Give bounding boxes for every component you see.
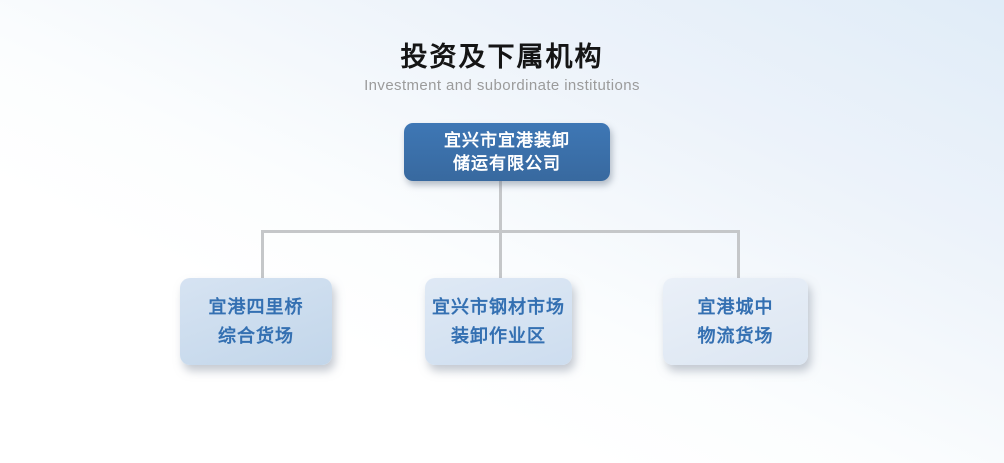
org-node-child-2: 宜兴市钢材市场 装卸作业区 (425, 278, 572, 365)
connector-root-stem (499, 181, 502, 231)
org-node-child-2-line1: 宜兴市钢材市场 (432, 296, 565, 317)
page-header: 投资及下属机构 Investment and subordinate insti… (0, 42, 1004, 95)
org-node-child-2-line2: 装卸作业区 (451, 325, 546, 346)
org-node-child-3-line1: 宜港城中 (697, 296, 774, 317)
org-node-root: 宜兴市宜港装卸 储运有限公司 (404, 123, 610, 181)
org-node-child-1-line2: 综合货场 (218, 325, 294, 346)
org-node-child-1: 宜港四里桥 综合货场 (180, 278, 332, 365)
connector-drop-left (261, 230, 264, 278)
org-node-child-3-line2: 物流货场 (697, 325, 774, 346)
org-node-child-3: 宜港城中 物流货场 (663, 278, 808, 365)
connector-drop-middle (499, 230, 502, 278)
page-subtitle: Investment and subordinate institutions (364, 77, 640, 94)
org-node-child-1-line1: 宜港四里桥 (208, 296, 304, 317)
page-title: 投资及下属机构 (400, 42, 604, 72)
connector-drop-right (737, 230, 740, 278)
org-node-root-line1: 宜兴市宜港装卸 (444, 131, 570, 150)
org-node-root-line2: 储运有限公司 (453, 154, 561, 173)
